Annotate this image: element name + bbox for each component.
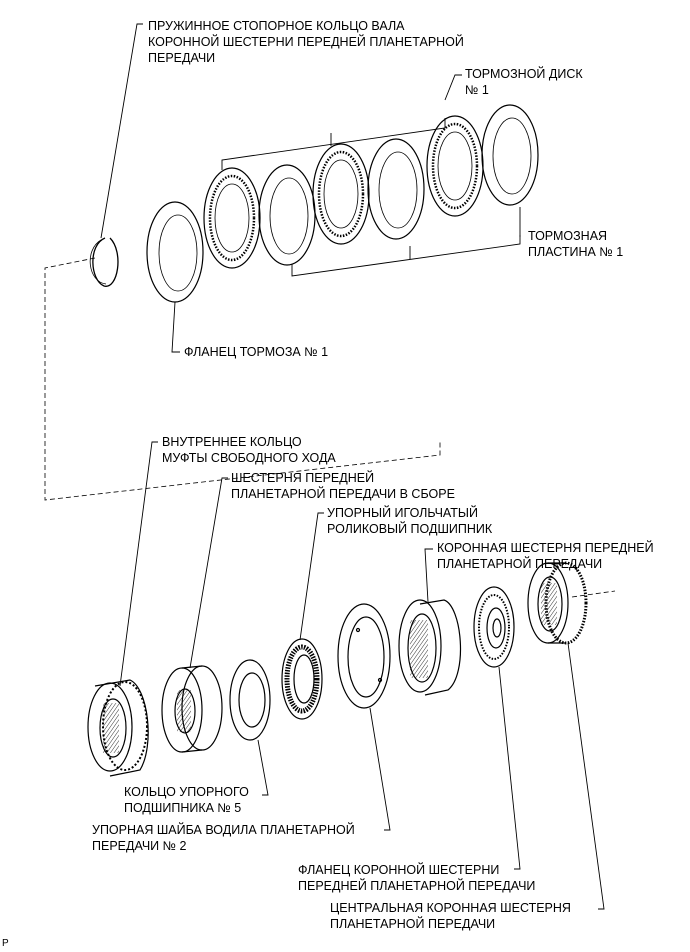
label-brake-plate: ТОРМОЗНАЯ ПЛАСТИНА № 1 bbox=[528, 228, 623, 260]
brake-disc bbox=[203, 167, 261, 269]
label-thrust-washer: УПОРНАЯ ШАЙБА ВОДИЛА ПЛАНЕТАРНОЙ ПЕРЕДАЧ… bbox=[92, 822, 355, 854]
brake-disc bbox=[312, 143, 370, 245]
label-line: ПОДШИПНИКА № 5 bbox=[124, 801, 242, 815]
needle-bearing bbox=[281, 638, 323, 720]
clutch-pack bbox=[203, 104, 539, 269]
snap-ring bbox=[89, 237, 119, 287]
thrust-bearing-race bbox=[229, 659, 271, 741]
corner-mark-text: P bbox=[2, 938, 9, 949]
label-line: УПОРНАЯ ШАЙБА ВОДИЛА ПЛАНЕТАРНОЙ bbox=[92, 823, 355, 837]
label-line: ПЛАНЕТАРНОЙ ПЕРЕДАЧИ В СБОРЕ bbox=[231, 487, 455, 501]
corner-mark: P bbox=[2, 936, 9, 952]
label-line: ПЛАСТИНА № 1 bbox=[528, 245, 624, 259]
label-line: ПЛАНЕТАРНОЙ ПЕРЕДАЧИ bbox=[330, 917, 496, 931]
brake-plate bbox=[258, 164, 316, 266]
label-line: ПЕРЕДАЧИ bbox=[148, 51, 216, 65]
label-line: ФЛАНЕЦ КОРОННОЙ ШЕСТЕРНИ bbox=[298, 863, 500, 877]
ring-gear-flange bbox=[473, 586, 515, 668]
brake-plate bbox=[367, 138, 425, 240]
label-line: КОРОННОЙ ШЕСТЕРНИ ПЕРЕДНЕЙ ПЛАНЕТАРНОЙ bbox=[148, 35, 464, 49]
brake-disc bbox=[426, 115, 484, 217]
label-line: ПЕРЕДАЧИ № 2 bbox=[92, 839, 187, 853]
label-line: ПЛАНЕТАРНОЙ ПЕРЕДАЧИ bbox=[437, 557, 603, 571]
label-line: ВНУТРЕННЕЕ КОЛЬЦО bbox=[162, 435, 302, 449]
label-line: ШЕСТЕРНЯ ПЕРЕДНЕЙ bbox=[231, 471, 375, 485]
callout-lines-upper bbox=[100, 23, 521, 353]
label-sun-gear: ЦЕНТРАЛЬНАЯ КОРОННАЯ ШЕСТЕРНЯ ПЛАНЕТАРНО… bbox=[330, 900, 571, 932]
label-line: ПРУЖИННОЕ СТОПОРНОЕ КОЛЬЦО ВАЛА bbox=[148, 19, 405, 33]
label-line: ТОРМОЗНАЯ bbox=[528, 229, 608, 243]
label-snap-ring: ПРУЖИННОЕ СТОПОРНОЕ КОЛЬЦО ВАЛА КОРОННОЙ… bbox=[148, 18, 464, 66]
label-line: ЦЕНТРАЛЬНАЯ КОРОННАЯ ШЕСТЕРНЯ bbox=[330, 901, 571, 915]
assembly-axis bbox=[44, 257, 616, 598]
label-bearing-race: КОЛЬЦО УПОРНОГО ПОДШИПНИКА № 5 bbox=[124, 784, 249, 816]
one-way-clutch-race bbox=[87, 679, 149, 777]
brake-flange bbox=[146, 201, 204, 303]
label-planetary-gear-assy: ШЕСТЕРНЯ ПЕРЕДНЕЙ ПЛАНЕТАРНОЙ ПЕРЕДАЧИ В… bbox=[231, 470, 455, 502]
label-line: КОЛЬЦО УПОРНОГО bbox=[124, 785, 249, 799]
sun-gear bbox=[527, 561, 588, 645]
label-line: ПЕРЕДНЕЙ ПЛАНЕТАРНОЙ ПЕРЕДАЧИ bbox=[298, 879, 536, 893]
label-one-way-clutch-race: ВНУТРЕННЕЕ КОЛЬЦО МУФТЫ СВОБОДНОГО ХОДА bbox=[162, 434, 336, 466]
label-line: КОРОННАЯ ШЕСТЕРНЯ ПЕРЕДНЕЙ bbox=[437, 541, 654, 555]
label-line: МУФТЫ СВОБОДНОГО ХОДА bbox=[162, 451, 336, 465]
ring-gear bbox=[398, 599, 462, 696]
label-line: РОЛИКОВЫЙ ПОДШИПНИК bbox=[327, 522, 493, 536]
label-line: ТОРМОЗНОЙ ДИСК bbox=[465, 67, 583, 81]
label-line: № 1 bbox=[465, 83, 489, 97]
label-brake-disc: ТОРМОЗНОЙ ДИСК № 1 bbox=[465, 66, 583, 98]
label-ring-gear: КОРОННАЯ ШЕСТЕРНЯ ПЕРЕДНЕЙ ПЛАНЕТАРНОЙ П… bbox=[437, 540, 654, 572]
label-ring-gear-flange: ФЛАНЕЦ КОРОННОЙ ШЕСТЕРНИ ПЕРЕДНЕЙ ПЛАНЕТ… bbox=[298, 862, 535, 894]
label-brake-flange: ФЛАНЕЦ ТОРМОЗА № 1 bbox=[184, 344, 328, 360]
callout-lines-lower bbox=[119, 441, 605, 910]
label-line: ФЛАНЕЦ ТОРМОЗА № 1 bbox=[184, 345, 329, 359]
label-needle-bearing: УПОРНЫЙ ИГОЛЬЧАТЫЙ РОЛИКОВЫЙ ПОДШИПНИК bbox=[327, 505, 492, 537]
thrust-washer bbox=[337, 603, 391, 709]
planetary-gear-assy bbox=[161, 665, 223, 753]
brake-plate bbox=[481, 104, 539, 206]
label-line: УПОРНЫЙ ИГОЛЬЧАТЫЙ bbox=[327, 506, 478, 520]
